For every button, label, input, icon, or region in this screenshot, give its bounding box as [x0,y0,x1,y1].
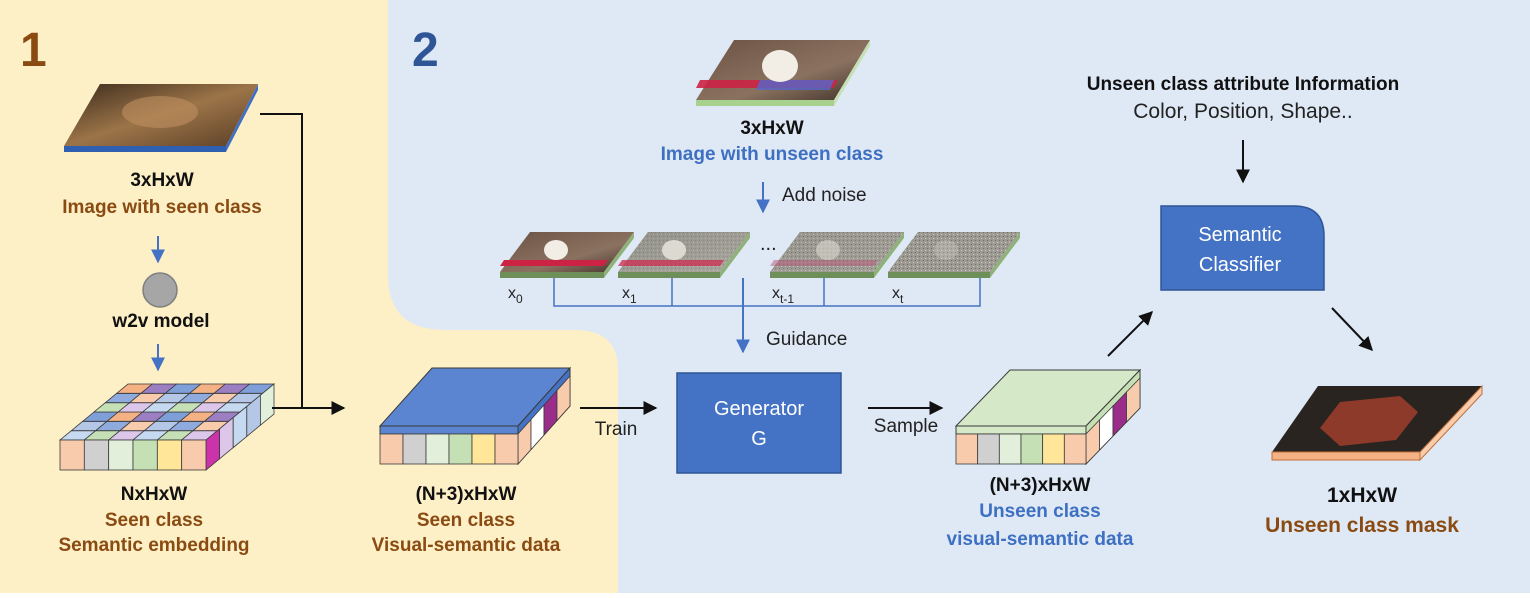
unseen-data-front-cell [998,433,1022,465]
seen-visual-semantic-block [378,366,572,466]
embedding-front-cell [132,439,158,471]
sample-label: Sample [874,416,938,437]
guidance-bracket [553,278,981,307]
unseen-data-caption-line1: Unseen class [979,501,1100,522]
unseen-data-dims: (N+3)xHxW [990,475,1091,496]
label-xt-1: xt-1 [772,285,794,306]
unseen-mask-slab [1271,384,1483,462]
attribute-title: Unseen class attribute Information [1087,74,1400,95]
unseen-data-front-cell [1042,433,1065,465]
seen-data-front-cell [471,433,496,465]
semantic-embedding-block [58,383,276,471]
embedding-front-cell [156,439,183,471]
unseen-data-front-cell [977,433,1000,465]
seen-image-slab [64,84,258,152]
embedding-dims: NxHxW [121,484,188,505]
w2v-model-label: w2v model [111,311,209,332]
unseen-data-front-band [955,425,1087,435]
image-to-seen-data-connector [260,113,303,408]
embedding-caption-line2: Semantic embedding [58,535,249,556]
embedding-side-cell [259,383,275,427]
arrow-to-mask [1331,307,1373,352]
unseen-visual-semantic-block [954,368,1142,466]
label-x0: x0 [508,285,523,306]
seen-data-caption-line1: Seen class [417,510,515,531]
unseen-data-side-cell [1126,377,1141,423]
unseen-data-front-cell [1020,433,1044,465]
train-label: Train [595,419,638,440]
attribute-values: Color, Position, Shape.. [1133,100,1352,123]
arrow-to-classifier [1107,311,1153,357]
embedding-front-cell [83,439,110,471]
add-noise-label: Add noise [782,185,867,206]
mask-caption: Unseen class mask [1265,514,1459,537]
seen-data-front-cell [448,433,473,465]
generator-label-line2: G [751,428,767,450]
noise-ellipsis: ... [760,233,777,255]
unseen-image-caption: Image with unseen class [661,144,884,165]
noise-slab-xt [888,232,1020,278]
noise-slab-x0 [500,232,634,278]
panel1-number: 1 [20,24,47,77]
embedding-front-cell [181,439,207,471]
classifier-label-line2: Classifier [1199,254,1282,276]
seen-data-front-band [379,425,519,435]
generator-box [676,372,842,474]
label-xt: xt [892,285,904,306]
seen-data-caption-line2: Visual-semantic data [372,535,561,556]
panel2-number: 2 [412,24,439,77]
seen-data-dims: (N+3)xHxW [416,484,517,505]
unseen-image-dims: 3xHxW [740,118,803,139]
seen-data-front-cell [379,433,404,465]
unseen-data-caption-line2: visual-semantic data [947,529,1134,550]
seen-image-dims: 3xHxW [130,170,193,191]
panel2-background [388,0,1530,593]
mask-dims: 1xHxW [1327,484,1397,507]
semantic-classifier-box [1160,205,1325,291]
label-x1: x1 [622,285,637,306]
unseen-image-slab [696,40,870,106]
noise-slab-xt-1 [770,232,904,278]
seen-data-side-cell [556,374,571,422]
unseen-data-front-cell [1063,433,1087,465]
seen-data-front-cell [425,433,450,465]
guidance-label: Guidance [766,329,847,350]
classifier-label-line1: Semantic [1198,224,1281,246]
w2v-node [142,272,178,308]
unseen-data-front-cell [955,433,979,465]
embedding-front-cell [59,439,85,471]
seen-data-front-cell [402,433,427,465]
embedding-caption-line1: Seen class [105,510,203,531]
seen-data-front-cell [494,433,519,465]
embedding-front-cell [108,439,134,471]
seen-image-caption: Image with seen class [62,197,262,218]
noise-slab-x1 [618,232,750,278]
generator-label-line1: Generator [714,398,804,420]
